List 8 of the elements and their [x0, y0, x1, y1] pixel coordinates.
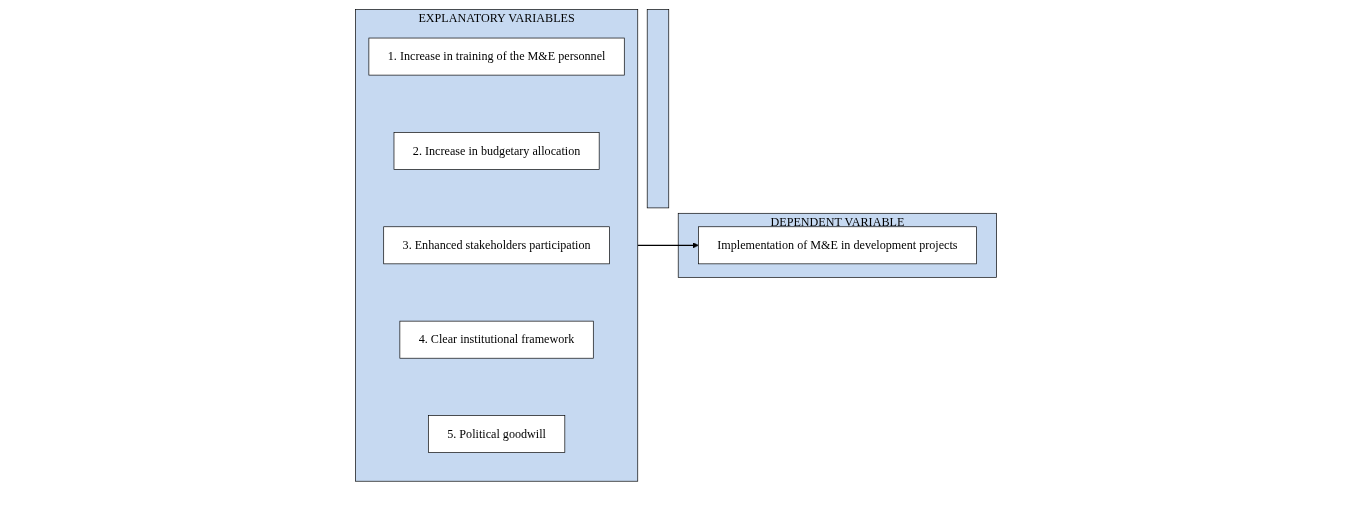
node-box: 2. Increase in budgetary allocation [393, 132, 600, 170]
node-box: 1. Increase in training of the M&E personnel [368, 37, 625, 76]
node-box: 5. Political goodwill [428, 415, 566, 453]
node-box: Implementation of M&E in development projects [698, 226, 977, 265]
node-bar [646, 9, 670, 209]
arrow [637, 242, 699, 249]
node-box: 3. Enhanced stakeholders participation [383, 226, 610, 265]
node-box: 4. Clear institutional framework [399, 320, 594, 359]
